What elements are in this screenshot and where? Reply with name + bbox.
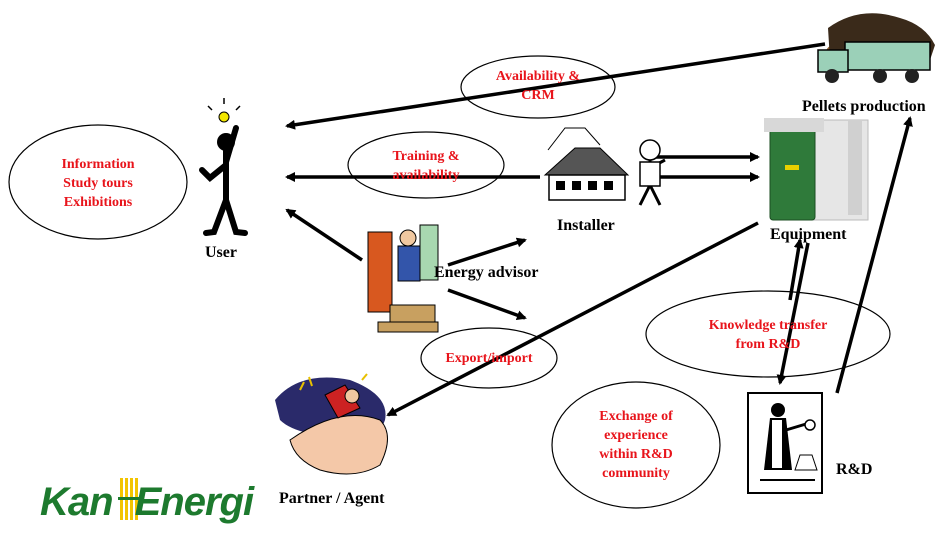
logo-text-right: Energi [134,480,254,524]
installer-house-icon [543,127,666,206]
label-rnd: R&D [836,461,873,478]
logo-text-left: Kan [40,480,114,524]
bubble-training-shape [347,131,505,199]
bubble-training: Training & availability [392,149,460,183]
arrow-advisor-to-installer [447,237,527,267]
bubble-availability-crm: Availability & CRM [495,69,581,103]
arrow-advisor-to-export [447,288,527,320]
label-pellets: Pellets production [802,98,926,115]
logo-stripes-icon [118,478,142,520]
rnd-scientist-icon [747,392,823,494]
arrow-rnd-to-equipment [788,238,804,301]
arrow-equipment-to-rnd [776,242,810,385]
user-figure-icon [199,98,248,236]
partner-agent-icon [275,373,388,475]
arrow-rnd-to-pellets [835,116,913,394]
bubble-exchange-shape [551,381,721,509]
pellets-truck-icon [817,13,935,83]
bubble-export: Export/import [445,351,533,366]
bubble-information: Information Study tours Exhibitions [61,157,135,210]
bubble-information-shape [8,124,188,240]
arrow-equipment-to-partner [386,221,759,417]
bubble-knowledge: Knowledge transfer from R&D [708,318,828,352]
label-installer: Installer [557,217,615,234]
label-equipment: Equipment [770,226,847,243]
equipment-boiler-icon [764,118,869,221]
label-partner: Partner / Agent [279,490,385,507]
energy-advisor-icon [367,224,439,333]
label-energy-advisor: Energy advisor [434,264,539,281]
bubble-exchange: Exchange of experience within R&D commun… [599,409,673,481]
arrow-advisor-to-user [285,208,363,262]
arrow-pellets-to-user [285,42,826,130]
kanenergi-logo: Kan Energi [40,480,254,525]
label-user: User [205,244,237,261]
bubble-knowledge-shape [645,290,891,378]
